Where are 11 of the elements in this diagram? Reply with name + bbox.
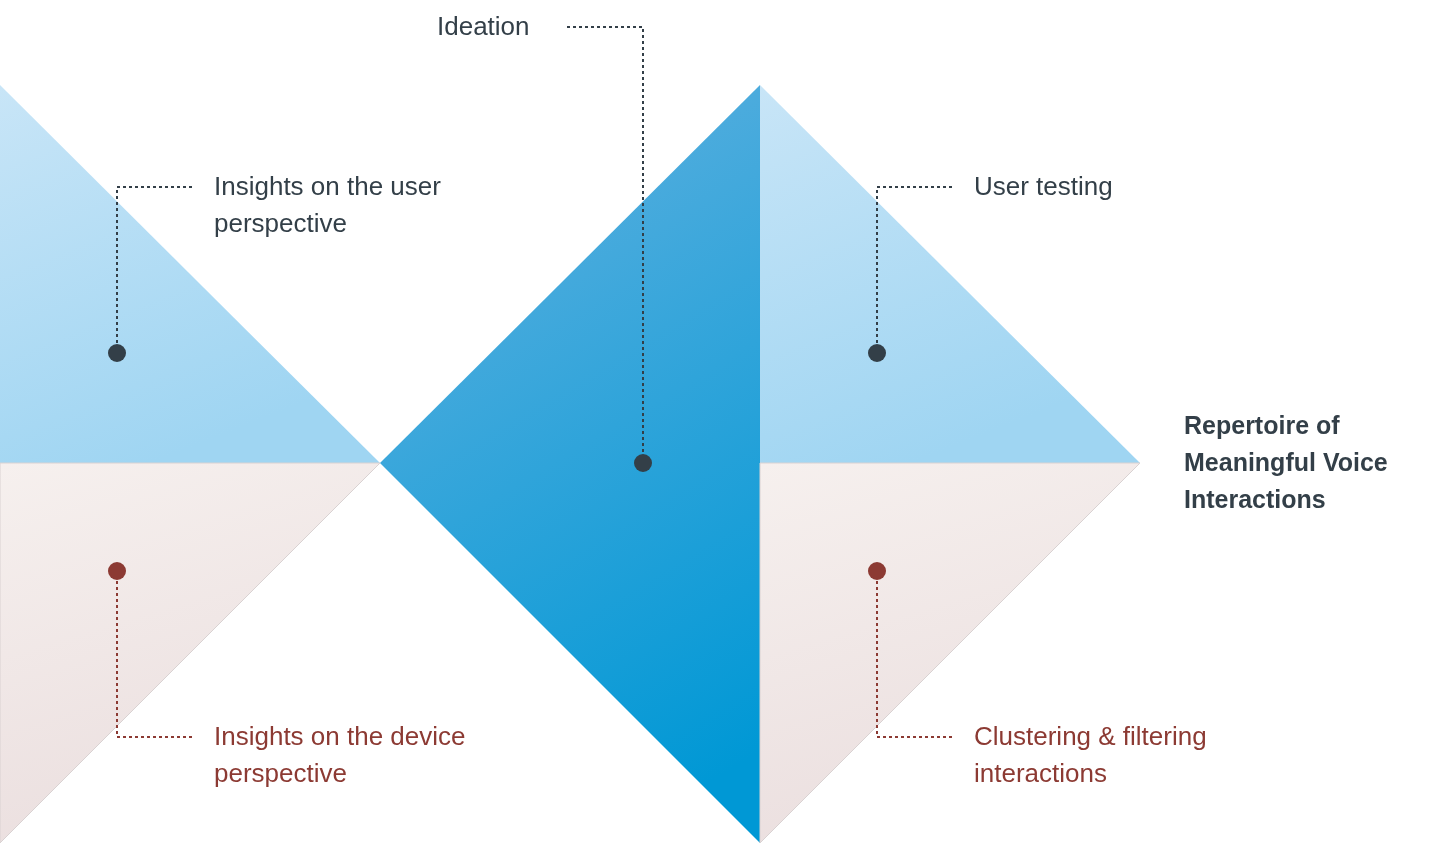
callout-text: Ideation — [437, 8, 567, 46]
callout-text: Insights on the user perspective — [192, 168, 512, 244]
leader-line — [116, 186, 193, 345]
callout-text: Clustering & filtering interactions — [952, 718, 1282, 794]
leader-line — [566, 26, 644, 455]
leader-line — [876, 186, 953, 345]
callout-text: User testing — [952, 168, 1172, 206]
leader-line — [876, 579, 953, 738]
outcome-label: Repertoire of Meaningful Voice Interactions — [1184, 410, 1389, 515]
callout-text: Insights on the device perspective — [192, 718, 512, 794]
leader-line — [116, 579, 193, 738]
